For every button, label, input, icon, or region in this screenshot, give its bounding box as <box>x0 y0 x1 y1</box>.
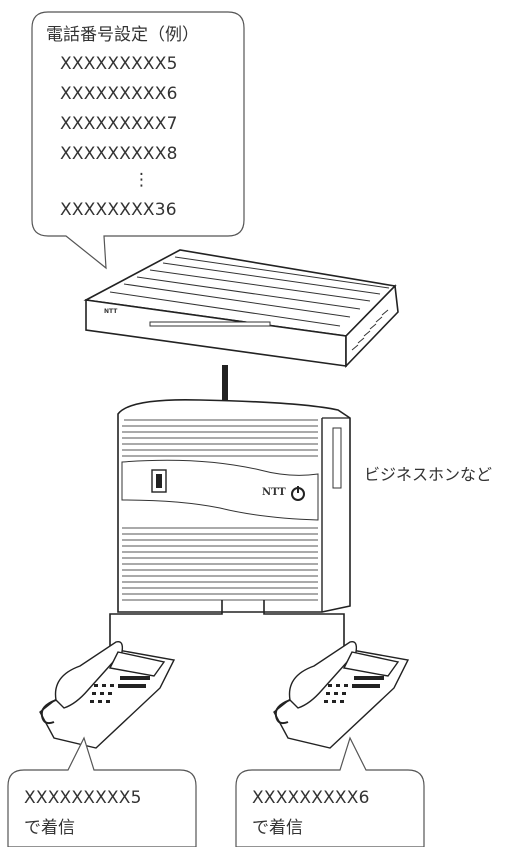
callout-left-number: XXXXXXXXX5 <box>24 788 142 808</box>
pbx-logo: NTT <box>262 487 286 499</box>
pbx-unit <box>118 400 350 612</box>
router-device <box>86 250 398 366</box>
phone-left <box>40 642 174 748</box>
phone-right <box>274 642 408 748</box>
callout-top-title: 電話番号設定（例） <box>46 25 199 45</box>
callout-top-bubble <box>32 12 244 268</box>
router-logo: NTT <box>104 308 117 316</box>
callout-top-number-4: XXXXXXXXX8 <box>60 144 178 164</box>
business-phone-label: ビジネスホンなど <box>364 465 492 485</box>
callout-right-number: XXXXXXXXX6 <box>252 788 370 808</box>
router-pbx-link <box>222 365 228 403</box>
callout-top-number-2: XXXXXXXXX6 <box>60 84 178 104</box>
callout-right-status: で着信 <box>252 818 303 838</box>
callout-top-ellipsis: ⋮ <box>133 170 150 190</box>
callout-left-status: で着信 <box>24 818 75 838</box>
callout-top-last-number: XXXXXXXX36 <box>60 200 177 220</box>
callout-top-number-1: XXXXXXXXX5 <box>60 54 178 74</box>
callout-top-number-3: XXXXXXXXX7 <box>60 114 178 134</box>
